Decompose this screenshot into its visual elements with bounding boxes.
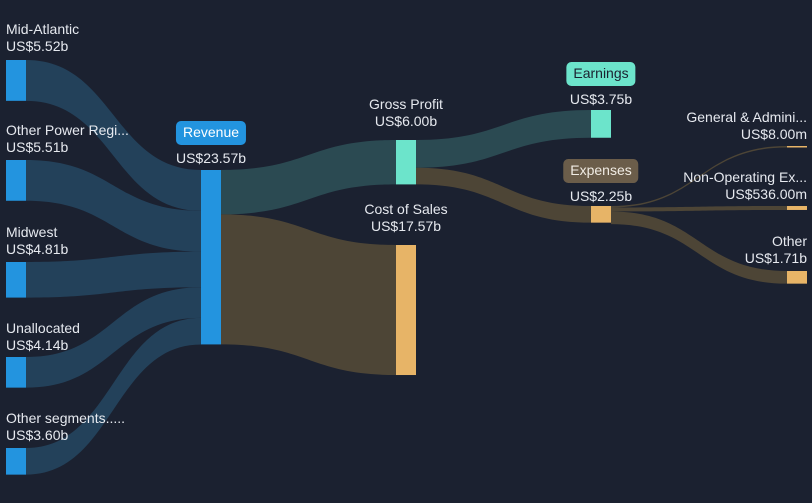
- flow-link-mid-atlantic-to-revenue: [26, 60, 201, 211]
- flow-link-other-segments-to-revenue: [26, 317, 201, 475]
- node-value: US$4.81b: [6, 241, 69, 257]
- flow-link-gross-profit-to-earnings: [416, 110, 591, 168]
- node-label-cost-of-sales: Cost of Sales US$17.57b: [364, 201, 447, 235]
- node-bar-expenses: [591, 206, 611, 223]
- node-label-revenue: Revenue US$23.57b: [175, 121, 247, 167]
- node-name: Unallocated: [6, 320, 80, 336]
- node-bar-mid-atlantic: [6, 60, 26, 101]
- node-bar-other-segments: [6, 448, 26, 475]
- flow-link-other-power-to-revenue: [26, 160, 201, 252]
- node-value: US$5.51b: [6, 139, 69, 155]
- node-name: Other Power Regi...: [6, 122, 129, 138]
- node-value: US$2.25b: [569, 188, 633, 204]
- node-label-midwest: Midwest US$4.81b: [6, 224, 68, 258]
- node-label-non-operating: Non-Operating Ex... US$536.00m: [683, 169, 807, 203]
- node-label-general-admin: General & Admini... US$8.00m: [686, 109, 807, 143]
- flow-link-revenue-to-cost-of-sales: [221, 214, 396, 376]
- revenue-pill: Revenue: [175, 121, 247, 145]
- flow-link-expenses-to-general-admin: [611, 146, 787, 208]
- node-value: US$4.14b: [6, 337, 69, 353]
- flow-link-unallocated-to-revenue: [26, 287, 201, 388]
- node-value: US$536.00m: [725, 186, 807, 202]
- flow-nodes: [6, 60, 807, 475]
- node-bar-unallocated: [6, 357, 26, 388]
- node-bar-other: [787, 271, 807, 284]
- flow-link-expenses-to-other: [611, 211, 787, 284]
- expenses-pill: Expenses: [563, 159, 639, 183]
- node-label-gross-profit: Gross Profit US$6.00b: [369, 96, 443, 130]
- flow-link-expenses-to-non-operating: [611, 206, 787, 212]
- node-name: Gross Profit: [369, 96, 443, 112]
- node-bar-general-admin: [787, 146, 807, 148]
- flow-link-midwest-to-revenue: [26, 251, 201, 298]
- node-value: US$3.75b: [569, 91, 633, 107]
- node-value: US$23.57b: [175, 150, 247, 166]
- node-bar-cost-of-sales: [396, 245, 416, 376]
- node-name: Mid-Atlantic: [6, 21, 80, 37]
- node-name: Other segments.....: [6, 410, 126, 426]
- node-label-unallocated: Unallocated US$4.14b: [6, 320, 80, 354]
- node-bar-gross-profit: [396, 140, 416, 185]
- node-value: US$8.00m: [740, 126, 807, 142]
- node-bar-earnings: [591, 110, 611, 138]
- node-bar-non-operating: [787, 206, 807, 210]
- node-label-other: Other US$1.71b: [745, 233, 807, 267]
- node-label-other-power-regions: Other Power Regi... US$5.51b: [6, 122, 129, 156]
- node-label-mid-atlantic: Mid-Atlantic US$5.52b: [6, 21, 79, 55]
- node-value: US$17.57b: [370, 218, 442, 234]
- node-label-earnings: Earnings US$3.75b: [566, 62, 636, 108]
- node-value: US$5.52b: [6, 38, 69, 54]
- flow-links: [26, 60, 787, 475]
- node-label-other-segments: Other segments..... US$3.60b: [6, 410, 125, 444]
- flow-link-revenue-to-gross-profit: [221, 140, 396, 215]
- node-name: Cost of Sales: [364, 201, 448, 217]
- earnings-pill: Earnings: [566, 62, 636, 86]
- node-name: General & Admini...: [686, 109, 807, 125]
- node-value: US$1.71b: [744, 250, 807, 266]
- node-label-expenses: Expenses US$2.25b: [563, 159, 639, 205]
- node-name: Midwest: [6, 224, 58, 240]
- node-bar-revenue: [201, 170, 221, 345]
- node-value: US$3.60b: [6, 427, 69, 443]
- flow-link-gross-profit-to-expenses: [416, 167, 591, 223]
- node-value: US$6.00b: [374, 113, 438, 129]
- node-name: Non-Operating Ex...: [683, 169, 807, 185]
- node-bar-other-power: [6, 160, 26, 201]
- node-bar-midwest: [6, 262, 26, 298]
- node-name: Other: [771, 233, 807, 249]
